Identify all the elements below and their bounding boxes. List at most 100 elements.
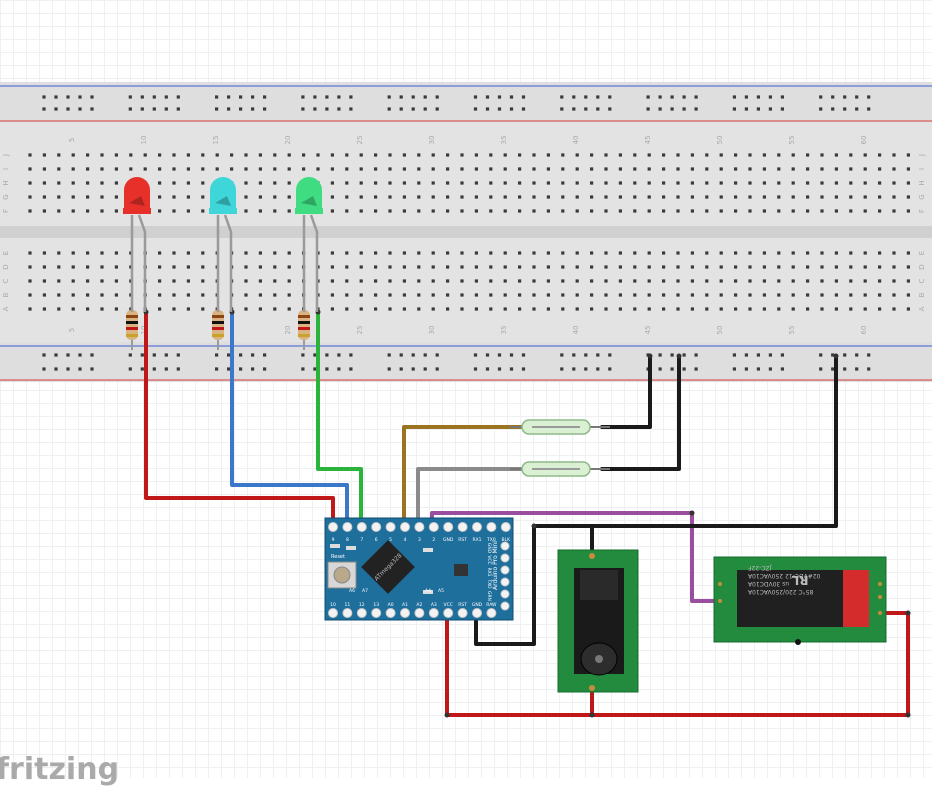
breadboard-hole (734, 307, 738, 311)
breadboard-hole (388, 153, 392, 157)
relay-module[interactable]: 85°C 220/250VAC10A us 30VDC10A 02#VDC-12… (713, 556, 887, 645)
reed-switch-2[interactable] (510, 461, 610, 477)
dc-power-jack[interactable] (557, 549, 639, 693)
breadboard-hole (690, 209, 694, 213)
breadboard-hole (777, 195, 781, 199)
column-label: 50 (716, 136, 724, 145)
rail-hole (349, 95, 353, 99)
breadboard-hole (719, 167, 723, 171)
resistor-band (212, 334, 224, 337)
column-label: 45 (644, 326, 652, 335)
wire-black-jack[interactable] (532, 524, 594, 558)
breadboard-hole (806, 153, 810, 157)
column-label: 15 (212, 136, 220, 145)
breadboard-hole (518, 153, 522, 157)
rail-hole (152, 107, 156, 111)
wire-endpoint[interactable] (689, 510, 695, 516)
led-dome (210, 177, 236, 210)
breadboard-hole (374, 153, 378, 157)
breadboard-hole (647, 265, 651, 269)
rail-hole (263, 95, 267, 99)
rail-hole (66, 95, 70, 99)
breadboard-hole (57, 251, 61, 255)
wire-endpoint[interactable] (676, 353, 682, 359)
row-label: G (918, 194, 926, 199)
wire-endpoint[interactable] (589, 712, 595, 718)
breadboard-hole (158, 279, 162, 283)
wire-green-led[interactable] (316, 310, 363, 526)
breadboard-hole (633, 153, 637, 157)
wire-endpoint[interactable] (444, 712, 450, 718)
reed-switch-1[interactable] (510, 419, 610, 435)
wire-gray[interactable] (416, 467, 527, 526)
breadboard-hole (431, 293, 435, 297)
breadboard-hole (575, 265, 579, 269)
breadboard-hole (633, 265, 637, 269)
breadboard-hole (820, 167, 824, 171)
breadboard-hole (647, 195, 651, 199)
breadboard-hole (402, 209, 406, 213)
wire-endpoint[interactable] (905, 610, 911, 616)
wire-endpoint[interactable] (905, 712, 911, 718)
rail-hole (66, 107, 70, 111)
red-led[interactable] (123, 177, 151, 312)
rail-hole (485, 353, 490, 357)
breadboard-hole (86, 279, 90, 283)
arduino-bottom-pin-label: A3 (431, 602, 437, 608)
rail-hole (867, 107, 871, 111)
arduino-top-pin-label: BLK (502, 537, 512, 543)
breadboard-hole (100, 195, 104, 199)
breadboard-hole (777, 293, 781, 297)
rail-hole (227, 107, 231, 111)
breadboard-hole (546, 195, 550, 199)
breadboard-hole (892, 251, 896, 255)
wire-black-reed2[interactable] (600, 354, 681, 471)
wire-blue-led[interactable] (230, 310, 349, 526)
breadboard-hole (762, 181, 766, 185)
breadboard-hole (287, 167, 291, 171)
rail-hole (509, 353, 514, 357)
arduino-side-label: TXO (486, 578, 492, 589)
breadboard-hole (518, 167, 522, 171)
breadboard[interactable]: 5510101515202025253030353540404545505055… (0, 82, 932, 382)
relay-line-1: 85°C 220/250VAC10A (747, 588, 813, 595)
rail-hole (819, 353, 823, 357)
breadboard-hole (258, 181, 262, 185)
wire-brown[interactable] (402, 425, 527, 526)
breadboard-hole (705, 251, 709, 255)
row-label: E (918, 251, 926, 255)
breadboard-hole (359, 209, 363, 213)
breadboard-hole (575, 251, 579, 255)
breadboard-hole (258, 293, 262, 297)
breadboard-hole (129, 153, 133, 157)
wire-black-reed1[interactable] (600, 354, 652, 429)
wire-endpoint[interactable] (647, 353, 653, 359)
breadboard-hole (172, 293, 176, 297)
breadboard-hole (345, 307, 349, 311)
breadboard-hole (762, 167, 766, 171)
breadboard-hole (417, 167, 421, 171)
rail-hole (596, 95, 600, 99)
column-labels: 5510101515202025253030353540404545505055… (68, 136, 868, 335)
rail-hole (349, 353, 353, 357)
rail-hole (843, 353, 847, 357)
wire-black-ground[interactable] (474, 354, 838, 646)
breadboard-hole (273, 293, 277, 297)
breadboard-hole (878, 265, 882, 269)
breadboard-hole (402, 293, 406, 297)
cyan-led[interactable] (209, 177, 237, 312)
arduino-top-pin-label: 2 (432, 537, 435, 543)
wire-endpoint[interactable] (833, 353, 839, 359)
rail-hole (485, 95, 490, 99)
wire-endpoint[interactable] (531, 523, 537, 529)
breadboard-hole (42, 209, 46, 213)
wire-red-led[interactable] (144, 310, 335, 526)
green-led[interactable] (295, 177, 323, 312)
breadboard-hole (676, 167, 680, 171)
breadboard-hole (820, 251, 824, 255)
rail-hole (399, 107, 403, 111)
breadboard-hole (158, 307, 162, 311)
breadboard-hole (460, 153, 464, 157)
breadboard-hole (42, 293, 46, 297)
